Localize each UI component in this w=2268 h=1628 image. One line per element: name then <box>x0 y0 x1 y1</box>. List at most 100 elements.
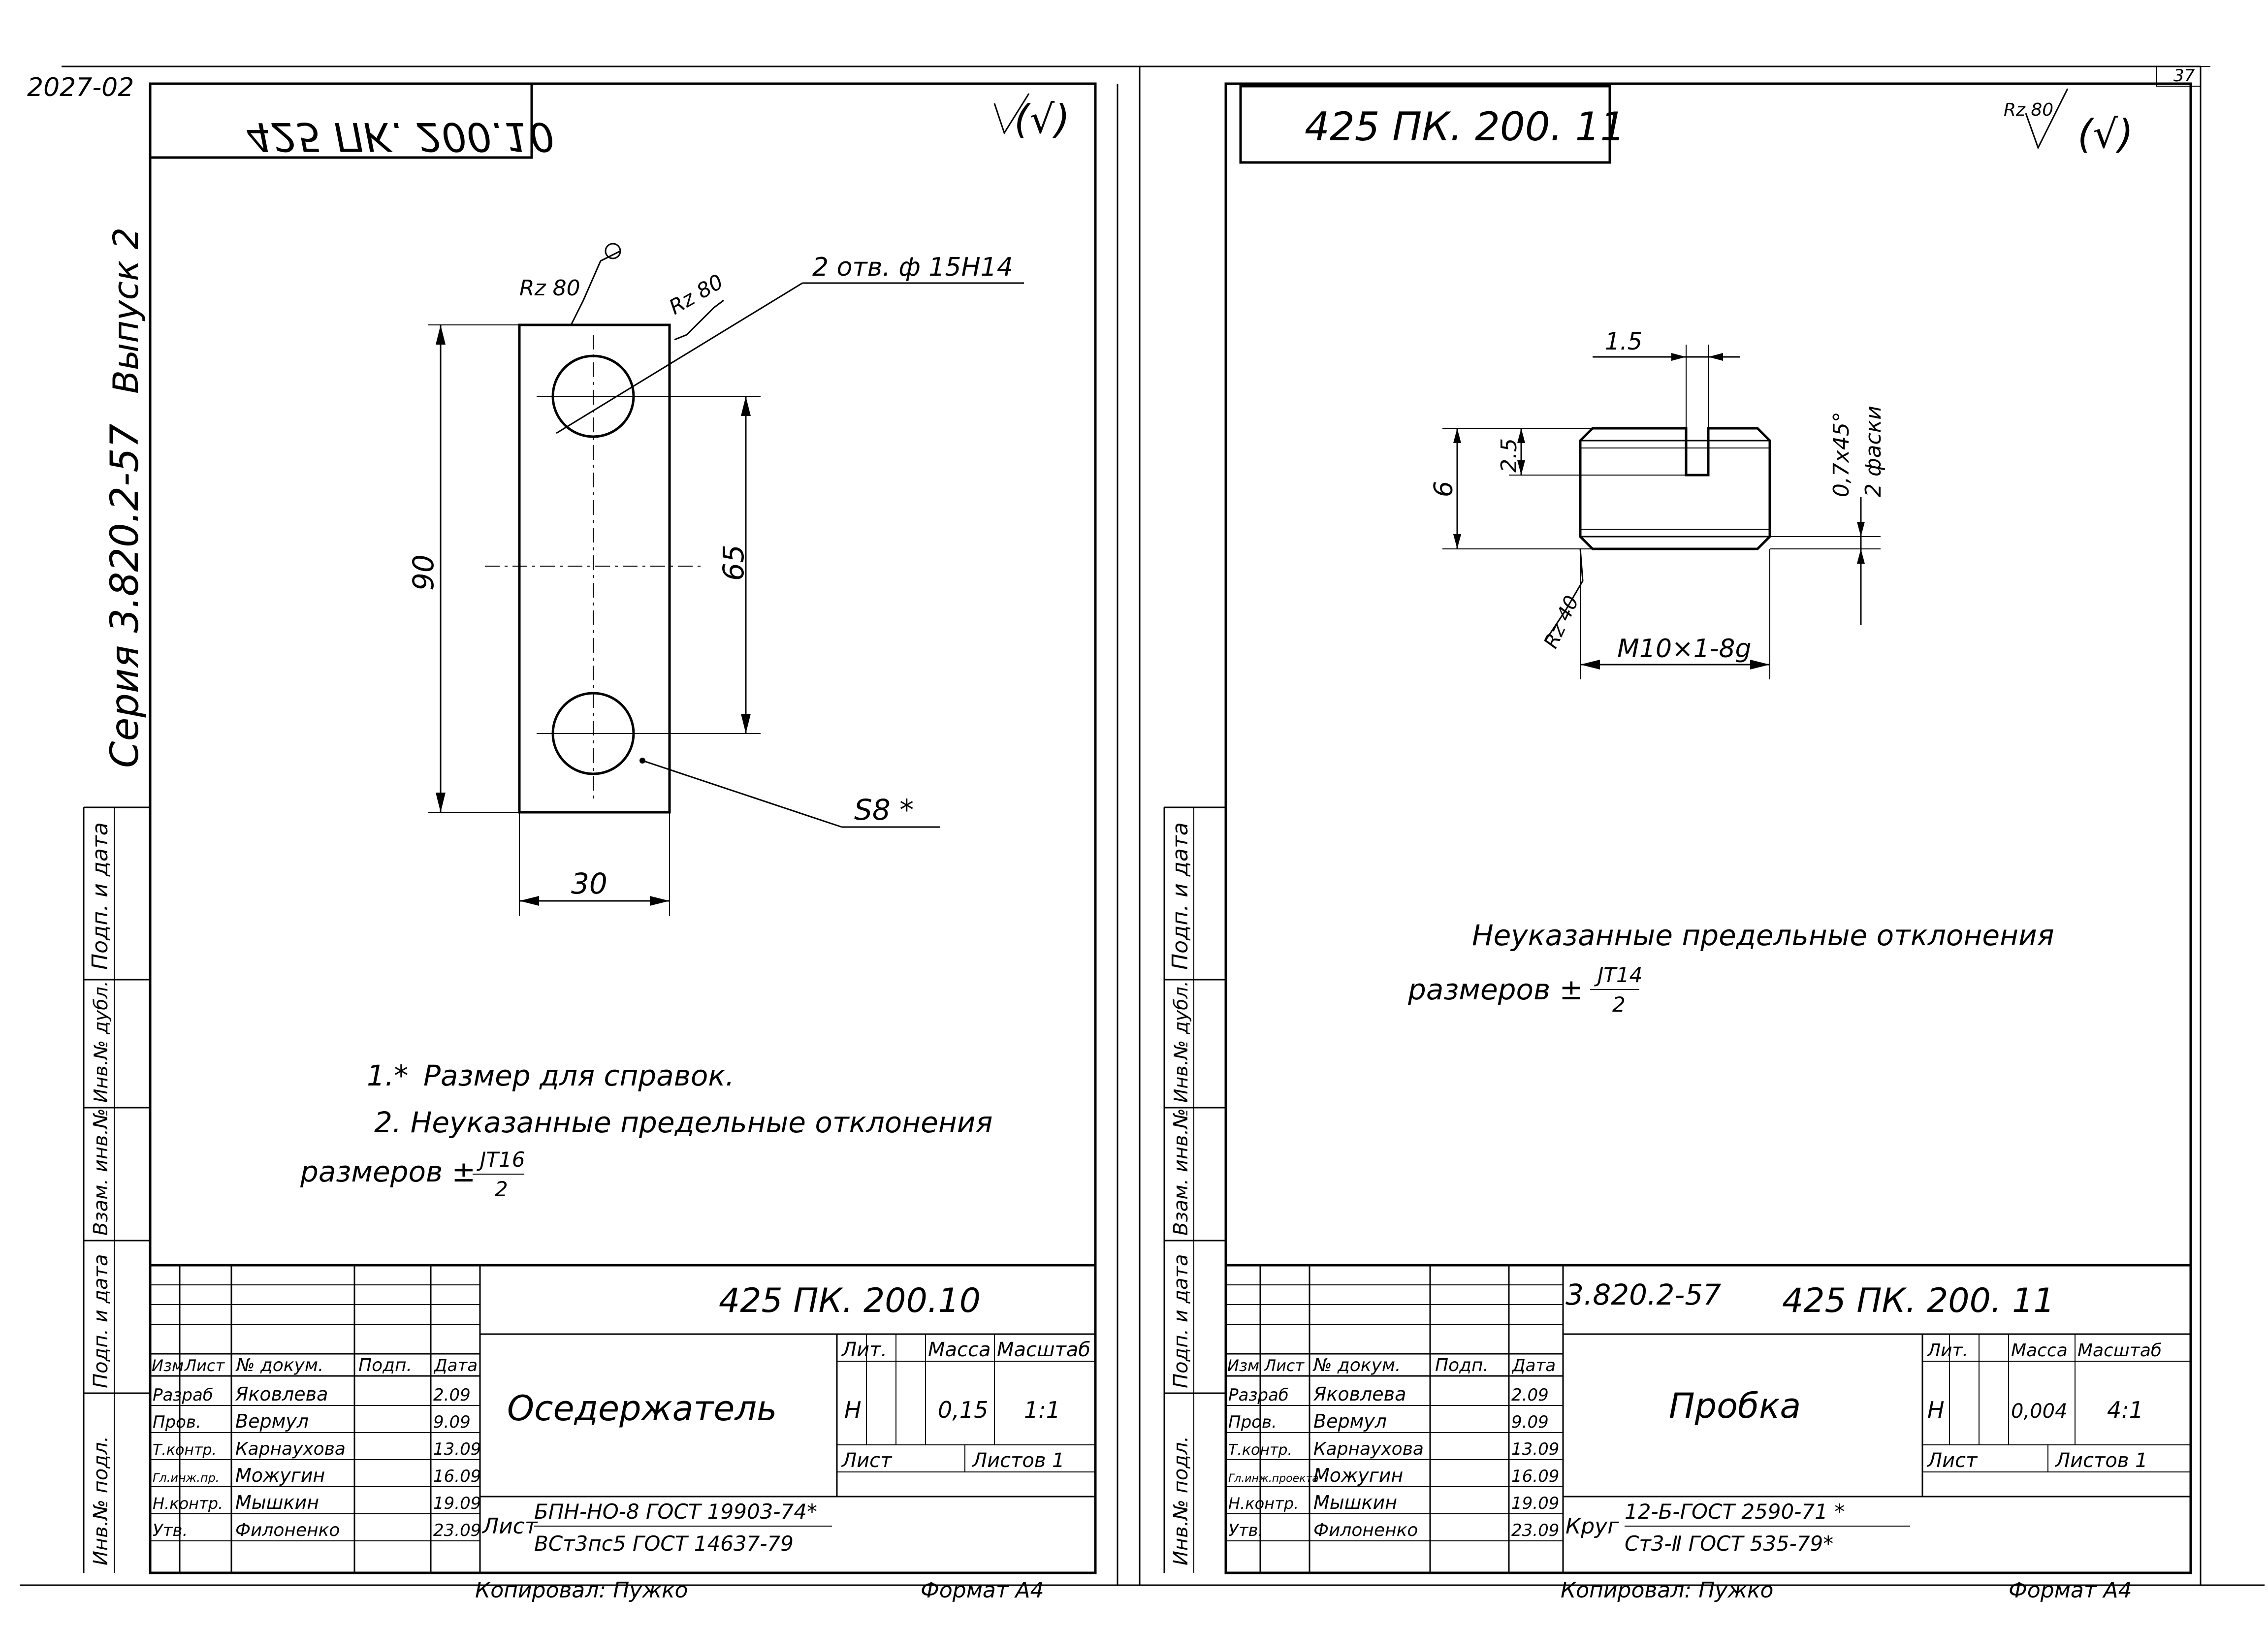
left-row5-date: 19.09 <box>433 1494 481 1513</box>
left-row4-role: Гл.инж.пр. <box>153 1471 219 1485</box>
right-mass-label: Масса <box>2011 1341 2068 1361</box>
left-format: Формат А4 <box>921 1578 1044 1603</box>
left-title-block <box>149 1264 1097 1574</box>
left-roughness-mark: (√) <box>993 93 1070 142</box>
right-side-label-4: Подп. и дата <box>1170 1254 1192 1388</box>
right-row6-date: 23.09 <box>1511 1521 1559 1540</box>
right-note-prefix: размеров ± <box>1407 973 1583 1006</box>
right-row1-role: Разраб <box>1228 1385 1289 1405</box>
right-chamfer-2: 2 фаски <box>1861 406 1886 497</box>
right-row4-date: 16.09 <box>1511 1467 1559 1486</box>
left-row1-role: Разраб <box>153 1385 213 1405</box>
left-header-doc: № докум. <box>235 1355 323 1375</box>
left-note2: 2. Неуказанные предельные отклонения <box>374 1106 992 1139</box>
left-row4-date: 16.09 <box>433 1467 481 1486</box>
left-material-prefix: Лист <box>481 1514 538 1539</box>
right-title-block <box>1224 1264 2192 1574</box>
right-row6-role: Утв. <box>1228 1521 1263 1540</box>
left-lit-label: Лит. <box>841 1339 887 1361</box>
side-label-dup: Инв.№ дубл. <box>90 981 112 1103</box>
right-note-line1: Неуказанные предельные отклонения <box>1472 919 2054 952</box>
page-number: 37 <box>2173 66 2195 86</box>
right-dim-dia: 6 <box>1429 481 1459 497</box>
left-header-date: Дата <box>433 1356 478 1375</box>
right-format: Формат А4 <box>2009 1578 2132 1603</box>
left-lit-value: Н <box>844 1397 862 1423</box>
right-material-prefix: Круг <box>1565 1514 1619 1539</box>
right-side-label-5: Инв.№ подл. <box>1170 1436 1192 1565</box>
right-row2-date: 9.09 <box>1511 1412 1549 1432</box>
left-header-list: Лист <box>184 1356 225 1375</box>
svg-text:(√): (√) <box>2077 111 2133 157</box>
right-row5-role: Н.контр. <box>1228 1494 1299 1513</box>
left-mass-label: Масса <box>928 1339 991 1361</box>
left-row6-date: 23.09 <box>433 1521 481 1540</box>
right-material-line2: Ст3-Ⅱ ГОСТ 535-79* <box>1625 1532 1833 1556</box>
left-header-sign: Подп. <box>358 1355 412 1375</box>
right-scale-label: Масштаб <box>2077 1341 2162 1361</box>
right-row1-date: 2.09 <box>1511 1385 1549 1405</box>
left-row5-name: Мышкин <box>235 1492 319 1513</box>
left-copied: Копировал: Пужко <box>475 1578 688 1603</box>
right-scale-value: 4:1 <box>2107 1397 2143 1423</box>
right-row4-role: Гл.инж.проекта <box>1228 1472 1319 1485</box>
left-note2-num: JT16 <box>477 1148 525 1172</box>
right-chamfer-1: 0,7x45° <box>1829 412 1854 497</box>
left-rz-1: Rz 80 <box>519 276 580 301</box>
right-row3-date: 13.09 <box>1511 1439 1559 1459</box>
side-label-sign-date-2: Подп. и дата <box>90 1254 112 1388</box>
left-row4-name: Можугин <box>235 1465 325 1486</box>
left-material-line2: ВСт3пс5 ГОСТ 14637-79 <box>534 1532 794 1556</box>
right-part-name: Пробка <box>1669 1386 1801 1426</box>
left-part-view <box>428 243 1024 916</box>
right-side-label-1: Подп. и дата <box>1168 822 1193 970</box>
left-dim-65: 65 <box>717 544 750 581</box>
left-row5-role: Н.контр. <box>153 1494 223 1513</box>
side-label-sign-date-1: Подп. и дата <box>88 822 113 970</box>
right-row3-role: Т.контр. <box>1228 1441 1292 1459</box>
right-header-sign: Подп. <box>1435 1355 1489 1375</box>
left-row6-role: Утв. <box>153 1521 188 1540</box>
right-stamp-code: 425 ПК. 200. 11 <box>1305 104 1625 150</box>
right-rz: Rz 40 <box>1539 592 1583 652</box>
left-mass-value: 0,15 <box>938 1397 988 1423</box>
series-text: Серия 3.820.2-57 <box>103 424 147 768</box>
left-row3-role: Т.контр. <box>153 1441 217 1459</box>
right-series-code: 3.820.2-57 <box>1565 1278 1721 1311</box>
side-label-orig: Инв.№ подл. <box>90 1436 112 1565</box>
right-note-num: JT14 <box>1594 963 1643 987</box>
left-row2-role: Пров. <box>153 1412 201 1432</box>
left-sheet-label: Лист <box>841 1449 893 1472</box>
left-scale-value: 1:1 <box>1024 1397 1060 1423</box>
right-note-den: 2 <box>1612 992 1626 1017</box>
left-dim-30: 30 <box>571 867 607 900</box>
left-note2-prefix: размеров ± <box>300 1155 476 1188</box>
right-lit-value: Н <box>1927 1397 1945 1423</box>
left-part-name: Оседержатель <box>507 1388 777 1429</box>
right-row2-role: Пров. <box>1228 1412 1277 1432</box>
left-material-line1: БПН-НО-8 ГОСТ 19903-74* <box>534 1500 817 1524</box>
left-note1: Размер для справок. <box>423 1059 735 1092</box>
left-header-izm: Изм <box>152 1356 184 1375</box>
right-row3-name: Карнаухова <box>1313 1439 1424 1459</box>
right-header-date: Дата <box>1511 1356 1556 1375</box>
right-mass-value: 0,004 <box>2011 1400 2068 1423</box>
left-dim-90: 90 <box>407 554 440 591</box>
right-sheets-label: Листов 1 <box>2054 1449 2148 1472</box>
side-label-replace: Взам. инв.№ <box>90 1108 112 1236</box>
right-part-view <box>1442 345 1881 679</box>
left-designation: 425 ПК. 200.10 <box>719 1281 981 1320</box>
left-row3-date: 13.09 <box>433 1439 481 1459</box>
left-stamp-code: 425 ПК. 200.10 <box>246 114 554 160</box>
right-header-izm: Изм <box>1227 1356 1259 1375</box>
right-thread: М10×1-8g <box>1617 634 1752 664</box>
sheet-code: 2027-02 <box>27 73 134 102</box>
left-scale-label: Масштаб <box>997 1339 1090 1361</box>
left-hole-note: 2 отв. ф 15H14 <box>812 253 1013 282</box>
left-row2-name: Вермул <box>235 1410 309 1432</box>
left-row1-name: Яковлева <box>235 1383 328 1405</box>
right-side-label-3: Взам. инв.№ <box>1170 1108 1192 1236</box>
left-row3-name: Карнаухова <box>235 1439 346 1459</box>
right-row4-name: Можугин <box>1313 1465 1403 1486</box>
